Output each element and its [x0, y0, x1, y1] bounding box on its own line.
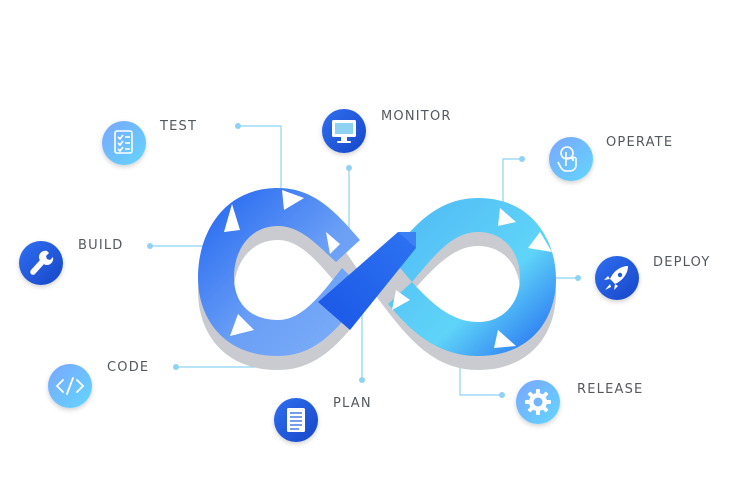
icon-plan[interactable]	[274, 398, 318, 442]
label-build: BUILD	[78, 238, 124, 253]
icon-deploy[interactable]	[595, 256, 639, 300]
infinity-crossing	[318, 232, 416, 330]
label-operate: OPERATE	[606, 135, 674, 150]
connector-test	[238, 125, 282, 193]
checklist-icon	[114, 130, 133, 154]
hand-touch-icon	[557, 146, 577, 172]
wrench-icon	[30, 250, 54, 275]
segment-notches	[224, 190, 552, 348]
icon-build[interactable]	[19, 241, 63, 285]
document-icon	[287, 408, 305, 432]
label-plan: PLAN	[333, 396, 372, 411]
connector-dots	[147, 123, 581, 398]
icon-code[interactable]	[48, 364, 92, 408]
gear-icon	[525, 389, 551, 415]
rocket-icon	[604, 266, 628, 290]
icon-test[interactable]	[102, 121, 146, 165]
monitor-icon	[332, 120, 356, 143]
icon-operate[interactable]	[549, 137, 593, 181]
label-code: CODE	[107, 360, 150, 375]
icon-release[interactable]	[516, 380, 560, 424]
label-release: RELEASE	[577, 382, 644, 397]
label-test: TEST	[160, 119, 198, 134]
infinity-shadow	[198, 202, 556, 370]
infinity-right-lobe	[388, 198, 556, 356]
label-monitor: MONITOR	[381, 109, 452, 124]
code-icon	[55, 377, 85, 395]
label-deploy: DEPLOY	[653, 255, 711, 270]
icon-monitor[interactable]	[322, 109, 366, 153]
connector-operate	[502, 158, 522, 212]
